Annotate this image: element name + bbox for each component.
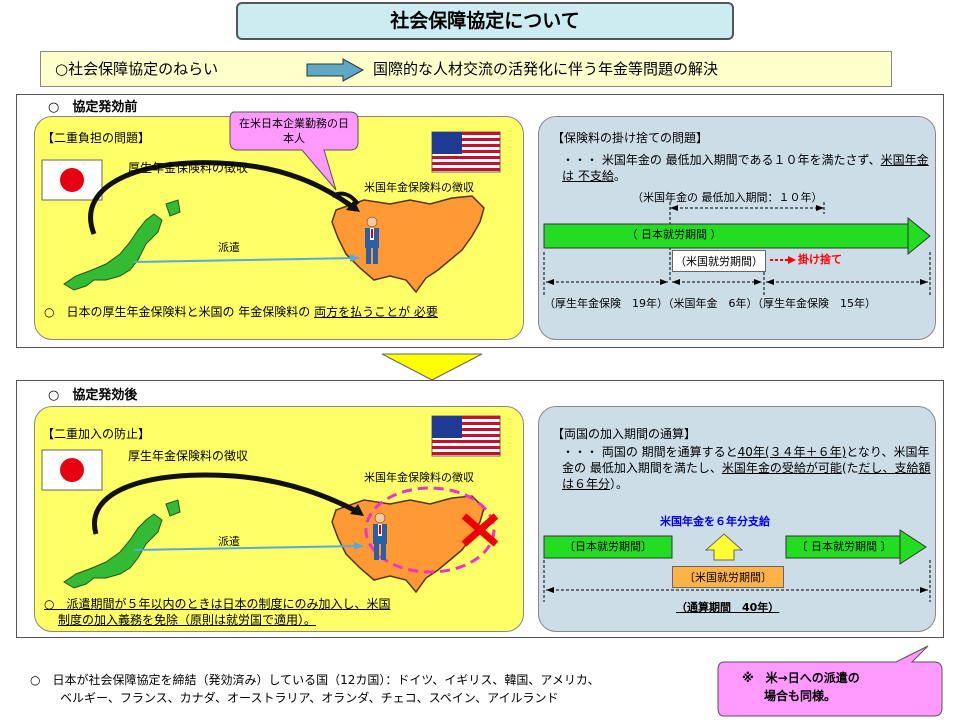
after-timeline [543,529,931,602]
double-burden-header: 【二重負担の問題】 [42,131,151,145]
after-note-line1: ○ 派遣期間が５年以内のときは日本の制度にのみ加入し、米国 [44,597,391,611]
callout-line1: ※ 米→日への派遣の [742,671,860,685]
forfeit-problem-header: 【保険料の掛け捨ての問題】 [552,131,709,145]
desc-3: (た [841,461,859,475]
jp-work-right-bar: 〔 日本就労期間 〕 [796,540,892,553]
after-right-panel [538,406,936,632]
worker-icon [365,216,379,264]
us-enrollment-ring [364,486,496,574]
forfeit-label: 掛け捨て [798,253,842,266]
aim-text: 国際的な人材交流の活発化に伴う年金等問題の解決 [373,60,719,78]
min-period-label: （米国年金の 最低加入期間：１０年） [632,191,823,204]
before-timeline [543,202,931,296]
dispatch-label: 派遣 [218,535,240,548]
footer-line1: ○ 日本が社会保障協定を締結（発効済み）している国（12カ国）：ドイツ、イギリス… [30,673,600,687]
double-burden-arrow-icon [88,160,356,235]
us-pension-label: 米国年金保険料の徴収 [364,471,474,484]
japan-flag-icon [41,159,103,201]
note-underlined: 両方を払うことが 必要 [314,305,438,319]
japan-map-icon [63,499,181,589]
jp-work-left-bar: 〔日本就労期間〕 [564,540,652,553]
worker-callout [229,111,359,191]
before-bottom-periods: （厚生年金保険 19年）（米国年金 6年）（厚生年金保険 15年） [544,297,876,310]
forfeit-desc-b: 米国年金は 不支給 [562,153,929,183]
desc-u2: 米国年金の受給が可能 [721,461,842,475]
cross-icon [461,513,499,547]
us-work-bar: 〔米国就労期間〕 [672,566,784,588]
desc-u1: 40年(３４年＋６年) [737,445,847,459]
before-left-illustration [41,131,501,294]
dispatch-label: 派遣 [218,241,240,254]
up-arrow-icon [704,533,744,561]
after-note-line2: 制度の加入義務を免除（原則は就労国で適用）。 [58,613,317,627]
page-title: 社会保障協定について [236,2,734,40]
footer-callout [717,645,943,717]
transition-arrow-icon [381,353,483,381]
forfeit-desc-c: 。 [613,169,626,183]
aim-arrow-icon [306,58,365,82]
us-pension-label: 米国年金保険料の徴収 [364,181,474,194]
after-left-illustration [41,415,501,594]
desc-2: となり、米国年金の 最低加入期間を満たし、 [562,445,930,475]
jp-pension-label: 厚生年金保険料の徴収 [128,161,249,175]
double-enrollment-header: 【二重加入の防止】 [42,427,151,441]
jp-pension-label: 厚生年金保険料の徴収 [128,449,249,463]
jp-pension-arrow-icon [92,472,360,535]
worker-icon [373,512,387,560]
after-heading: ○ 協定発効後 [48,388,138,403]
usa-flag-icon [431,131,501,173]
forfeit-desc-a: ・・・ 米国年金の 最低加入期間である１０年を満たさず、 [562,153,881,167]
desc-4: ）。 [610,477,629,491]
callout-line2: 場合も同様。 [764,689,837,703]
period-total-header: 【両国の加入期間の通算】 [552,427,697,441]
aim-box: ○社会保障協定のねらい 国際的な人材交流の活発化に伴う年金等問題の解決 [40,51,892,87]
footer-line2: ベルギー、フランス、カナダ、オーストラリア、オランダ、チェコ、スペイン、アイルラ… [60,691,559,705]
aim-label: ○社会保障協定のねらい [55,60,219,78]
japan-map-icon [63,199,181,291]
before-left-note: ○ 日本の厚生年金保険料と米国の 年金保険料の 両方を払うことが 必要 [44,304,438,320]
forfeit-desc: ・・・ 米国年金の 最低加入期間である１０年を満たさず、米国年金は 不支給。 [562,152,934,184]
usa-flag-icon [431,415,501,457]
desc-1: ・・・ 両国の 期間を通算すると [562,445,738,459]
payment-label: 米国年金を６年分支給 [660,515,770,528]
japan-flag-icon [41,449,103,491]
callout-text: 在米日本企業勤務の日本人 [239,117,349,145]
before-heading: ○ 協定発効前 [48,100,138,115]
jp-work-bar-label: （ 日本就労期間 ） [626,228,722,241]
note-prefix: ○ 日本の厚生年金保険料と米国の 年金保険料の [44,305,315,319]
desc-u3: だし、支給額は６年分 [562,461,931,491]
total-period-label: （通算期間 40年） [676,601,780,614]
period-total-desc: ・・・ 両国の 期間を通算すると40年(３４年＋６年)となり、米国年金の 最低加… [562,444,932,492]
usa-map-icon [331,495,485,594]
us-work-bar: （米国就労期間） [672,250,766,272]
